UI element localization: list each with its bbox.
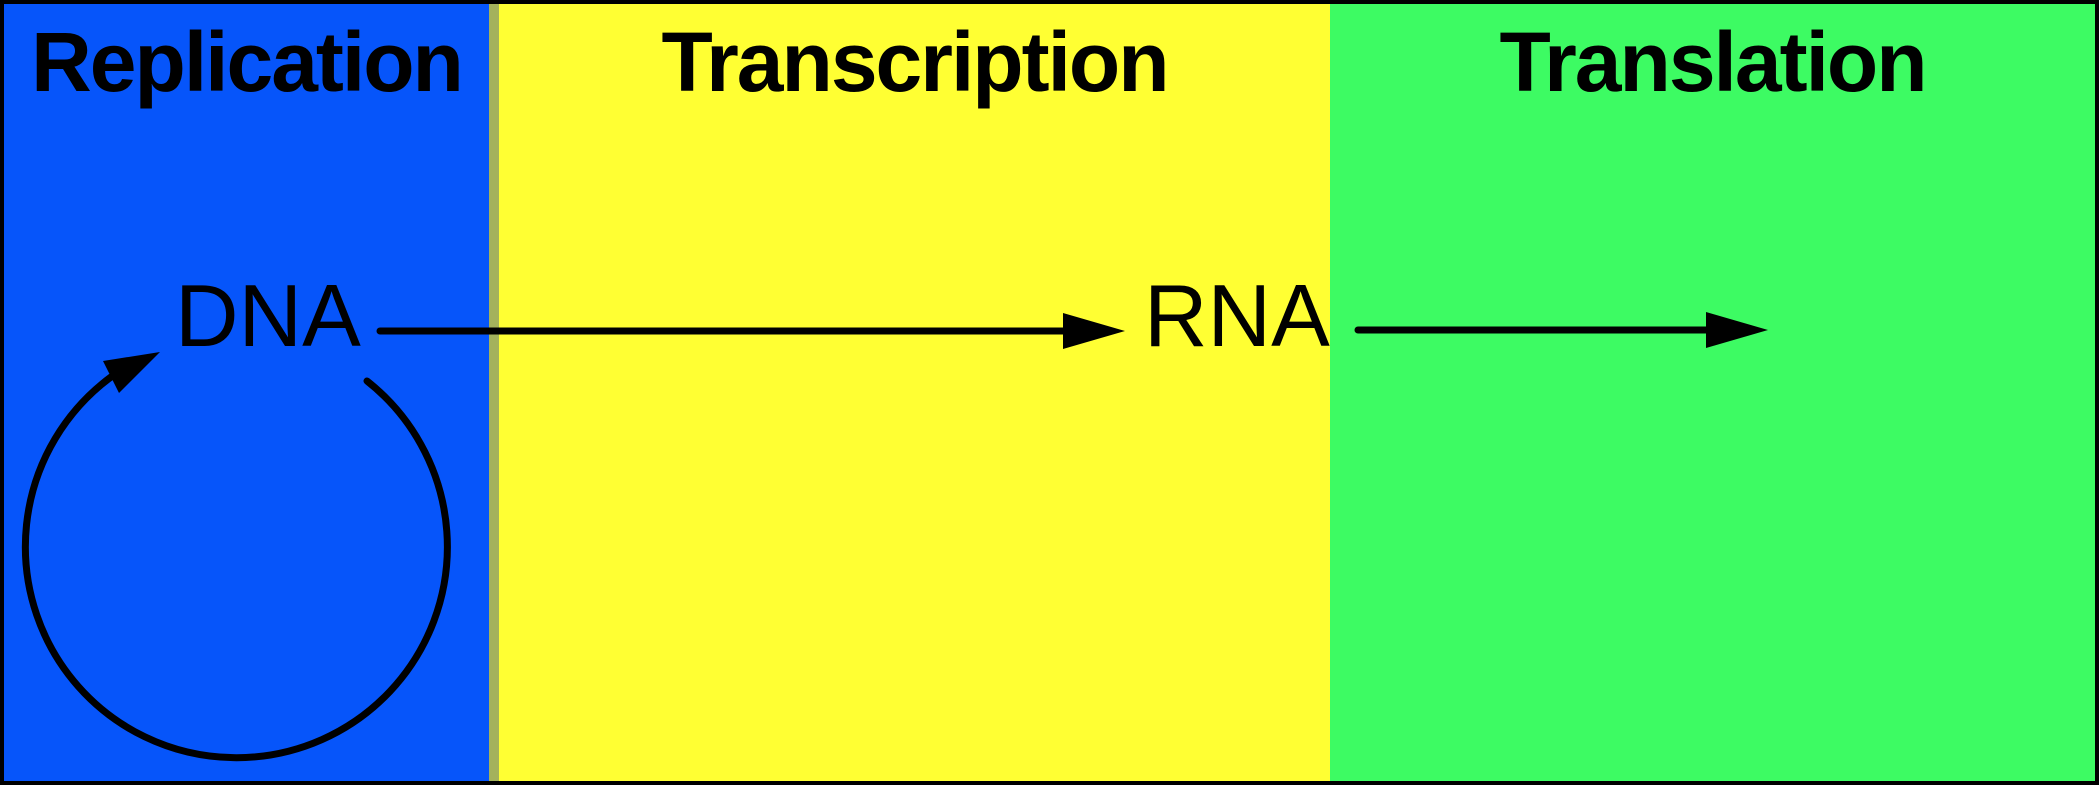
panel-translation: Translation [1330,4,2095,781]
panel-replication: Replication [4,4,489,781]
panel-divider [489,4,499,781]
translation-heading: Translation [1499,15,1927,109]
rna-node-label: RNA [1144,266,1330,365]
transcription-heading: Transcription [661,15,1169,109]
panel-transcription: Transcription [499,4,1330,781]
dna-node-label: DNA [175,266,361,365]
replication-heading: Replication [31,15,464,109]
